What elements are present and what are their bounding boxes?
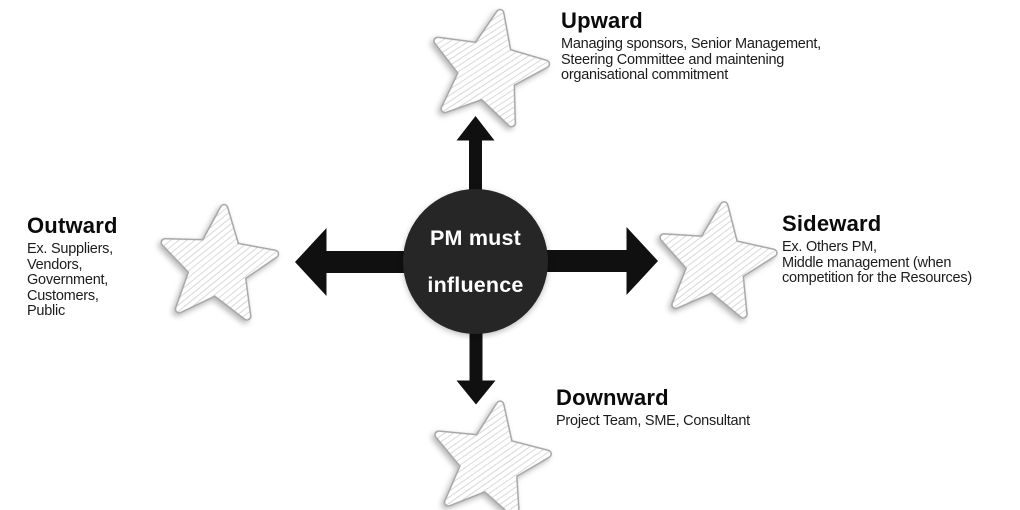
sideward-label-block: Sideward Ex. Others PM, Middle managemen…	[782, 211, 1017, 287]
arrow-right-icon	[543, 227, 658, 295]
center-label: PM must influence	[427, 226, 524, 297]
arrow-down-icon	[456, 328, 496, 405]
sideward-title: Sideward	[782, 211, 882, 236]
outward-label-block: Outward Ex. Suppliers, Vendors, Governme…	[27, 213, 177, 320]
center-circle	[403, 189, 548, 334]
outward-title: Outward	[27, 213, 118, 238]
upward-label-block: Upward Managing sponsors, Senior Managem…	[561, 8, 841, 84]
sideward-description: Ex. Others PM, Middle management (when c…	[782, 239, 972, 286]
star-icon-sideward	[655, 198, 779, 317]
outward-description: Ex. Suppliers, Vendors, Government, Cust…	[27, 241, 113, 319]
arrow-up-icon	[456, 116, 495, 195]
star-icon-upward	[424, 2, 554, 128]
upward-description: Managing sponsors, Senior Management, St…	[561, 36, 821, 83]
downward-label-block: Downward Project Team, SME, Consultant	[556, 385, 836, 430]
upward-title: Upward	[561, 8, 643, 33]
arrow-left-icon	[295, 228, 410, 296]
downward-title: Downward	[556, 385, 669, 410]
star-icon-downward	[427, 395, 554, 510]
downward-description: Project Team, SME, Consultant	[556, 413, 750, 429]
